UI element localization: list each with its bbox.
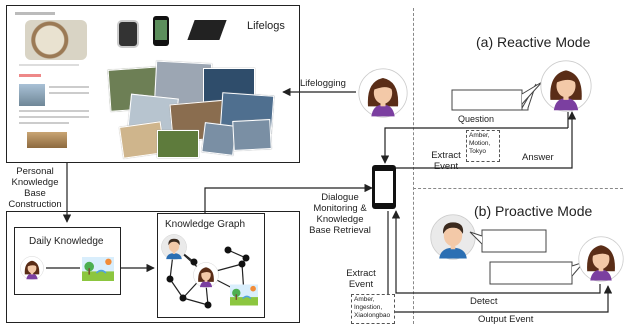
knowledge-graph-title: Knowledge Graph: [165, 219, 246, 230]
lifelogs-title: Lifelogs: [247, 20, 285, 32]
lifelogs-panel: Lifelogs: [6, 5, 300, 163]
graph-person-node: [161, 234, 187, 260]
friend-bubble: [481, 229, 547, 253]
pkb-construction-label: Personal Knowledge Base Construction: [8, 166, 62, 210]
extract-event-bottom-label: Extract Event: [346, 268, 376, 290]
extract-event-top-label: Extract Event: [431, 150, 461, 172]
daily-knowledge-title: Daily Knowledge: [29, 236, 104, 247]
question-label: Question: [458, 114, 495, 124]
user-avatar-lifelogging: [358, 68, 408, 118]
daily-user-avatar: [20, 256, 44, 280]
graph-user-node: [193, 262, 219, 288]
user-bubble: [489, 261, 573, 285]
dialogue-retrieval-line: [204, 183, 373, 213]
mode-divider: [413, 8, 414, 324]
lifelog-document: [13, 10, 97, 150]
landscape-photo: [19, 84, 45, 106]
friend-avatar-proactive: [430, 214, 476, 260]
food-photo: [25, 20, 87, 60]
output-event-arrow: [387, 211, 613, 313]
question-arrow: [380, 127, 452, 164]
smartphone-icon: [153, 16, 169, 46]
detect-label: Detect: [470, 296, 498, 307]
reactive-event-tag: Amber, Motion, Tokyo: [466, 130, 500, 162]
phone-icon: [372, 165, 396, 209]
smartwatch-icon: [117, 20, 139, 48]
answer-label: Answer: [522, 152, 554, 163]
detect-arrow: [391, 210, 601, 294]
reactive-mode-title: (a) Reactive Mode: [476, 34, 591, 50]
proactive-event-tag: Amber, Ingestion, Xiaolongbao: [351, 294, 395, 324]
lifelogging-label: Lifelogging: [300, 78, 346, 89]
dish-photo: [27, 132, 67, 148]
answer-arrow: [396, 111, 577, 169]
photo-8: [157, 130, 199, 158]
output-event-label: Output Event: [478, 314, 534, 325]
dialogue-label: Dialogue Monitoring & Knowledge Base Ret…: [309, 192, 371, 236]
graph-nodes: [166, 246, 250, 309]
user-avatar-proactive: [578, 236, 624, 282]
proactive-mode-title: (b) Proactive Mode: [474, 203, 593, 219]
daily-place-icon: [82, 256, 114, 282]
graph-place-node: [230, 284, 258, 306]
user-avatar-reactive: [540, 60, 592, 112]
mode-separator: [413, 188, 623, 189]
